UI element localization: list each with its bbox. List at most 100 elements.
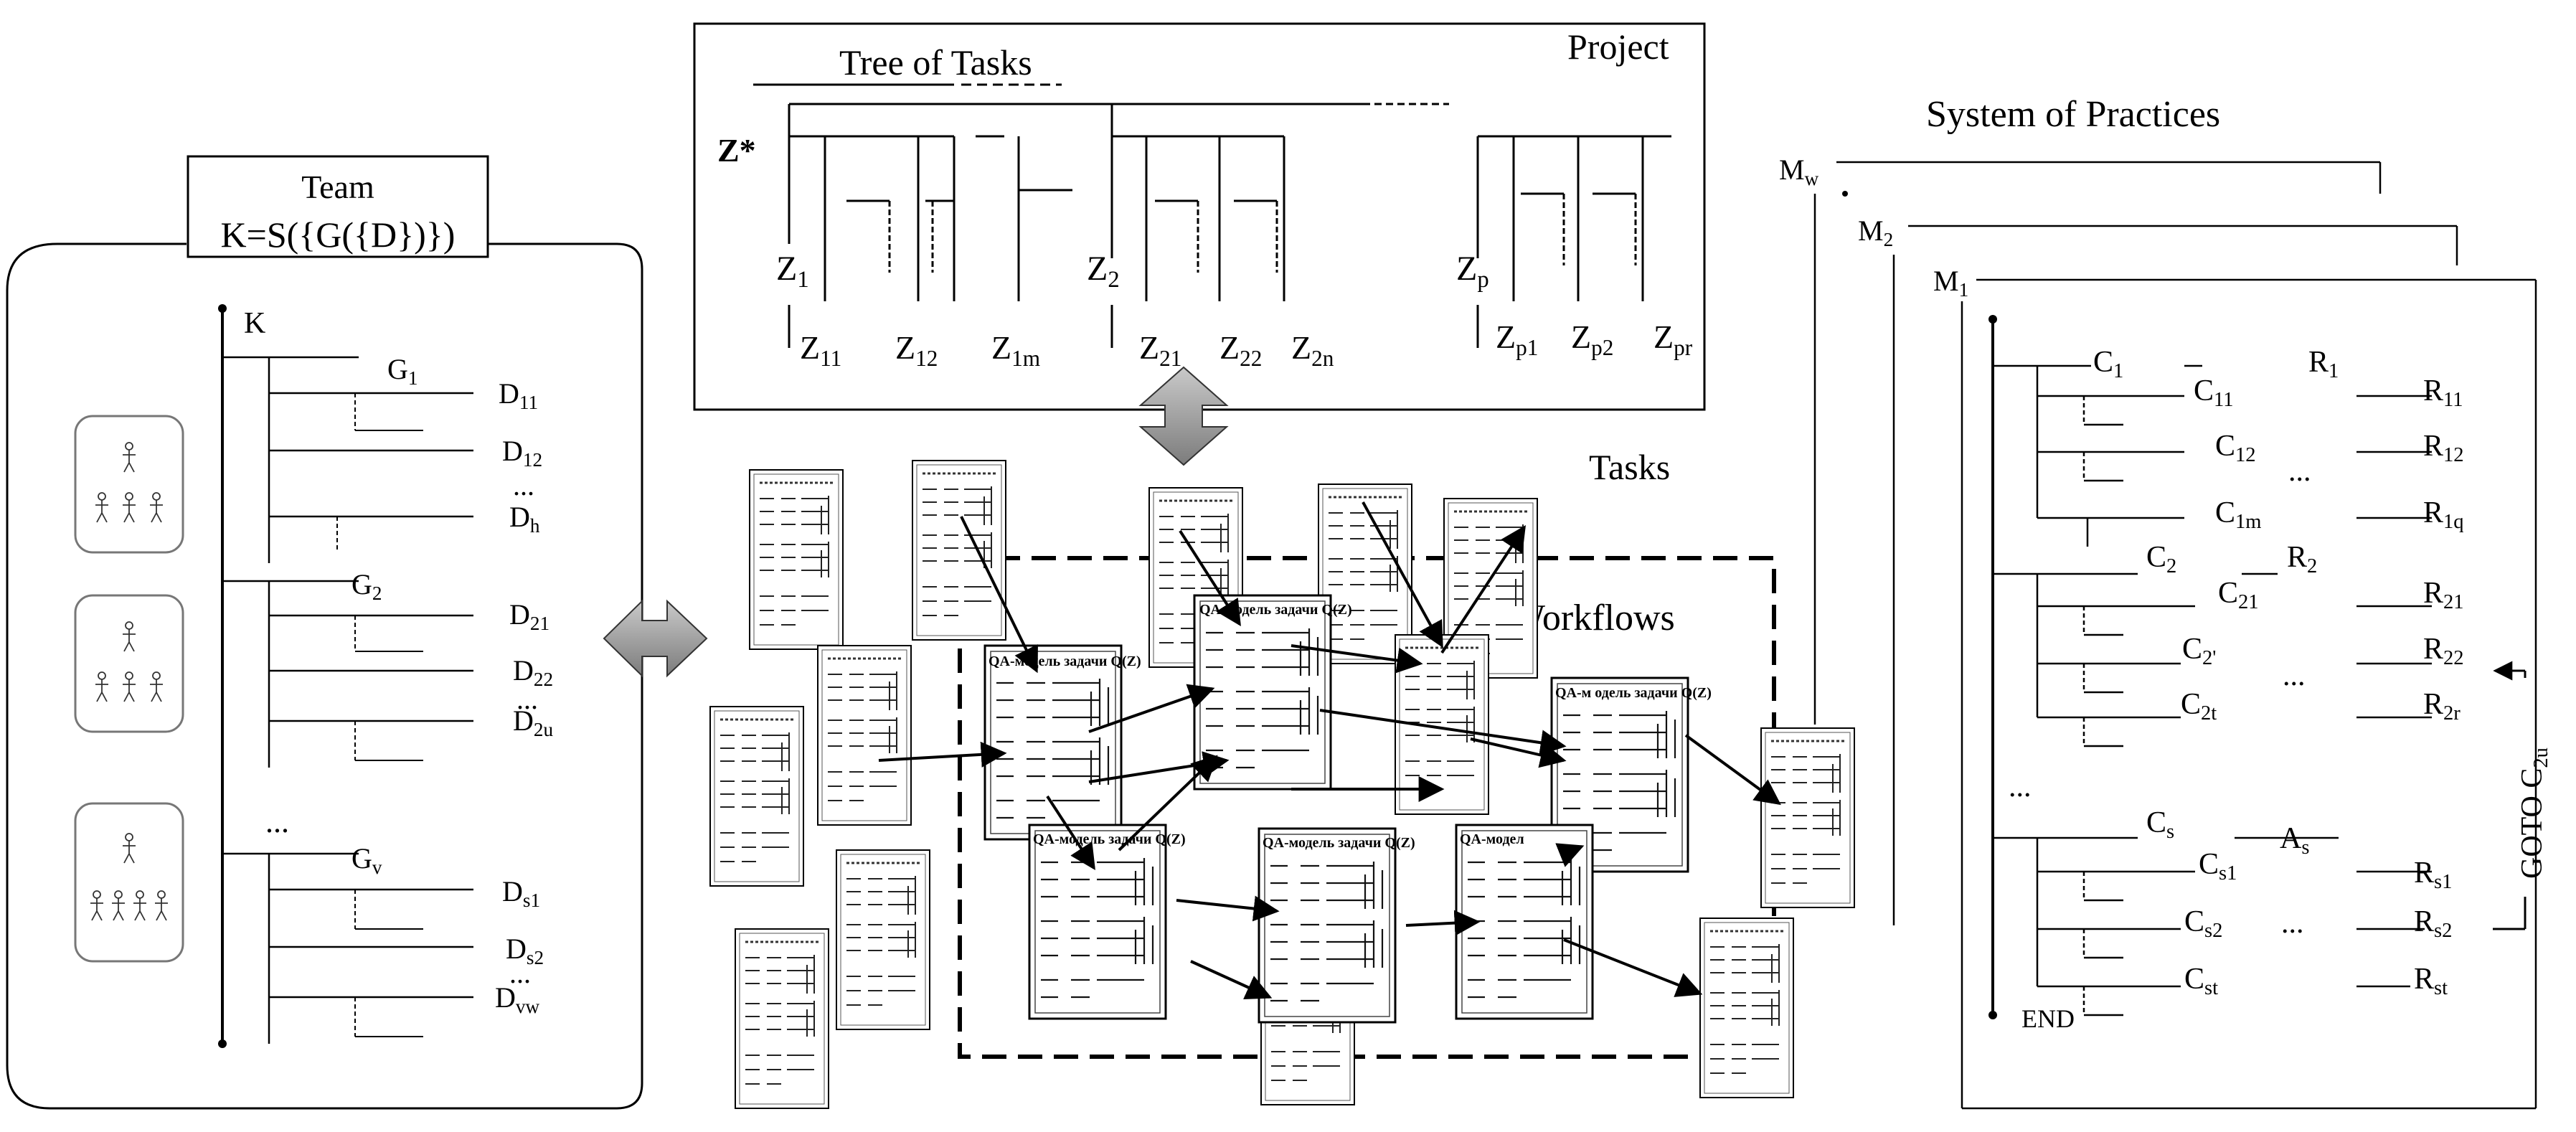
practice-label: Cs1 — [2199, 848, 2237, 885]
qa-card — [709, 705, 805, 887]
practice-result-label: Rst — [2414, 963, 2448, 999]
team-tasks-double-arrow — [603, 599, 708, 678]
member-label: Ds1 — [502, 875, 540, 911]
practice-result-label: R2 — [2287, 541, 2317, 577]
practice-label: Cs — [2146, 806, 2174, 843]
task-label: Zpr — [1653, 319, 1693, 360]
practice-label: C12 — [2215, 430, 2256, 466]
team-panel-outline — [6, 242, 643, 1110]
group-label: G1 — [387, 353, 417, 389]
qa-card-title: QA-модель задачи Q(Z) — [1199, 602, 1352, 618]
group-label: Gv — [352, 842, 382, 878]
practice-result-label: R2r — [2423, 688, 2461, 725]
practice-label: Cst — [2184, 963, 2218, 999]
task-label: Z2 — [1087, 250, 1120, 293]
member-label: Ds2 — [506, 933, 544, 968]
practice-layer-label: Mw — [1779, 154, 1819, 189]
qa-card — [1028, 824, 1167, 1020]
practices-ellipsis: ... — [2288, 455, 2311, 488]
task-label: Z1 — [776, 250, 809, 293]
member-label: D21 — [509, 598, 549, 634]
member-label: Dh — [509, 501, 540, 537]
qa-card-title: QA-модель задачи Q(Z) — [1263, 835, 1415, 851]
practice-label: Cs2 — [2184, 905, 2222, 942]
team-formula: K=S({G({D})}) — [221, 214, 456, 255]
qa-card — [983, 644, 1123, 841]
team-root-k: K — [244, 307, 265, 340]
practice-result-label: As — [2280, 822, 2309, 859]
task-label: Zp2 — [1571, 319, 1613, 360]
task-label: Z11 — [800, 329, 841, 371]
team-title: Team — [301, 169, 374, 205]
practice-result-label: R22 — [2423, 633, 2464, 669]
project-tasks-double-arrow — [1138, 366, 1229, 466]
qa-card — [1193, 594, 1332, 791]
project-panel: Tree of Tasks Project Z* — [693, 22, 1706, 411]
practice-result-label: Rs1 — [2414, 857, 2452, 893]
group-label: G2 — [352, 568, 382, 604]
practice-result-label: R1 — [2308, 346, 2339, 382]
group-icon-2 — [74, 594, 184, 733]
practice-label: C2t — [2181, 688, 2217, 725]
practice-layer-label: M1 — [1933, 265, 1968, 301]
qa-card-title: QA-модель задачи Q(Z) — [989, 654, 1141, 669]
tasks-area: Tasks Workflows QA-модель задачи Q(Z) QA… — [709, 447, 1856, 1110]
team-panel: Team K=S({G({D})}) K ... G1 D11 — [6, 155, 643, 1110]
task-label: Z1m — [991, 329, 1040, 371]
task-label: Z2n — [1291, 329, 1334, 371]
project-root: Z* — [717, 132, 756, 169]
practice-result-label: Rs2 — [2414, 905, 2452, 942]
practice-label: C1m — [2215, 496, 2262, 533]
group-icon-3 — [74, 802, 184, 963]
member-label: D22 — [513, 654, 553, 690]
practice-result-label: R21 — [2423, 577, 2464, 613]
qa-card — [1699, 917, 1795, 1099]
practice-result-label: R11 — [2423, 374, 2463, 411]
qa-card — [734, 928, 830, 1110]
qa-card — [911, 459, 1007, 641]
project-box — [693, 22, 1706, 411]
task-label: Z12 — [895, 329, 938, 371]
tasks-label: Tasks — [1589, 447, 1670, 487]
qa-card — [748, 468, 844, 651]
practices-ellipsis: ... — [2283, 659, 2306, 692]
practice-result-label: R1q — [2423, 496, 2464, 533]
practice-label: C2' — [2182, 633, 2216, 669]
qa-card — [1760, 727, 1856, 909]
practice-label: C2 — [2146, 541, 2176, 577]
end-label: END — [2021, 1004, 2075, 1033]
qa-card — [816, 644, 912, 826]
team-title-box — [187, 155, 489, 258]
team-ellipsis: ... — [516, 683, 538, 715]
qa-card — [1258, 827, 1397, 1024]
member-label: Dvw — [495, 981, 539, 1017]
practices-ellipsis: ... — [2281, 907, 2304, 940]
practices-title: System of Practices — [1926, 94, 2220, 135]
qa-card-title: QA-м одель задачи Q(Z) — [1555, 685, 1712, 701]
qa-card-title: QA-модель задачи Q(Z) — [1033, 831, 1186, 847]
task-label: Zp1 — [1496, 319, 1538, 360]
practices-ellipsis: ... — [2009, 770, 2032, 803]
team-ellipsis: ... — [509, 957, 531, 989]
practice-label: C1 — [2093, 346, 2123, 382]
practices-panel: System of Practices Mw M2 M1 — [1779, 94, 2552, 1110]
tree-of-tasks-title: Tree of Tasks — [839, 42, 1032, 82]
member-label: D11 — [499, 377, 538, 413]
qa-card-title: QA-модел — [1460, 831, 1524, 847]
group-icon-1 — [74, 415, 184, 554]
practice-layer-label: M2 — [1858, 214, 1893, 250]
task-label: Z22 — [1219, 329, 1262, 371]
practice-label: C11 — [2194, 374, 2234, 411]
goto-label: GOTO C2u — [2516, 747, 2552, 879]
member-label: D12 — [502, 435, 542, 471]
task-label: Z21 — [1139, 329, 1181, 371]
member-label: D2u — [513, 704, 553, 740]
practice-label: C21 — [2218, 577, 2259, 613]
project-label: Project — [1567, 27, 1669, 67]
team-ellipsis: ... — [513, 469, 534, 501]
team-ellipsis: ... — [265, 804, 289, 839]
qa-card — [835, 849, 931, 1031]
practice-result-label: R12 — [2423, 430, 2464, 466]
task-label: Zp — [1456, 250, 1489, 293]
